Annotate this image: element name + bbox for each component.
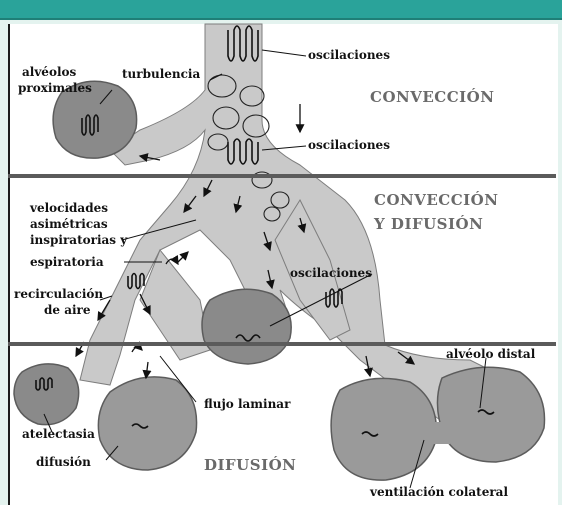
atelectasis-alveolus	[14, 364, 79, 425]
label-diffusion: difusión	[36, 455, 91, 469]
label-proximal-alveoli-line1: alvéolos	[22, 65, 77, 79]
collateral-channel	[428, 422, 450, 444]
label-distal-alveolus: alvéolo distal	[446, 347, 536, 361]
central-alveolus	[202, 289, 291, 364]
label-asym-line1: velocidades	[29, 201, 108, 215]
label-laminar-flow: flujo laminar	[204, 397, 291, 411]
label-oscillations-mid: oscilaciones	[308, 138, 390, 152]
label-recirculation-line2: de aire	[44, 303, 91, 317]
label-asym-line3: inspiratorias y	[30, 233, 128, 247]
label-asym-line2: asimétricas	[30, 217, 108, 231]
label-atelectasis: atelectasia	[22, 427, 95, 441]
label-asym-line4: espiratoria	[30, 255, 104, 269]
zone-convection-diffusion-line2: Y DIFUSIÓN	[373, 215, 483, 233]
zone-convection: CONVECCIÓN	[370, 88, 494, 106]
collateral-alveolus-left	[331, 378, 436, 480]
diffusion-alveolus	[98, 377, 196, 470]
label-proximal-alveoli-line2: proximales	[18, 81, 92, 95]
label-oscillations-top: oscilaciones	[308, 48, 390, 62]
label-turbulence: turbulencia	[122, 67, 200, 81]
label-oscillations-right: oscilaciones	[290, 266, 372, 280]
zone-diffusion: DIFUSIÓN	[204, 456, 296, 474]
label-collateral-ventilation: ventilación colateral	[369, 485, 508, 499]
zone-convection-diffusion-line1: CONVECCIÓN	[374, 191, 498, 209]
label-recirculation-line1: recirculación	[14, 287, 103, 301]
